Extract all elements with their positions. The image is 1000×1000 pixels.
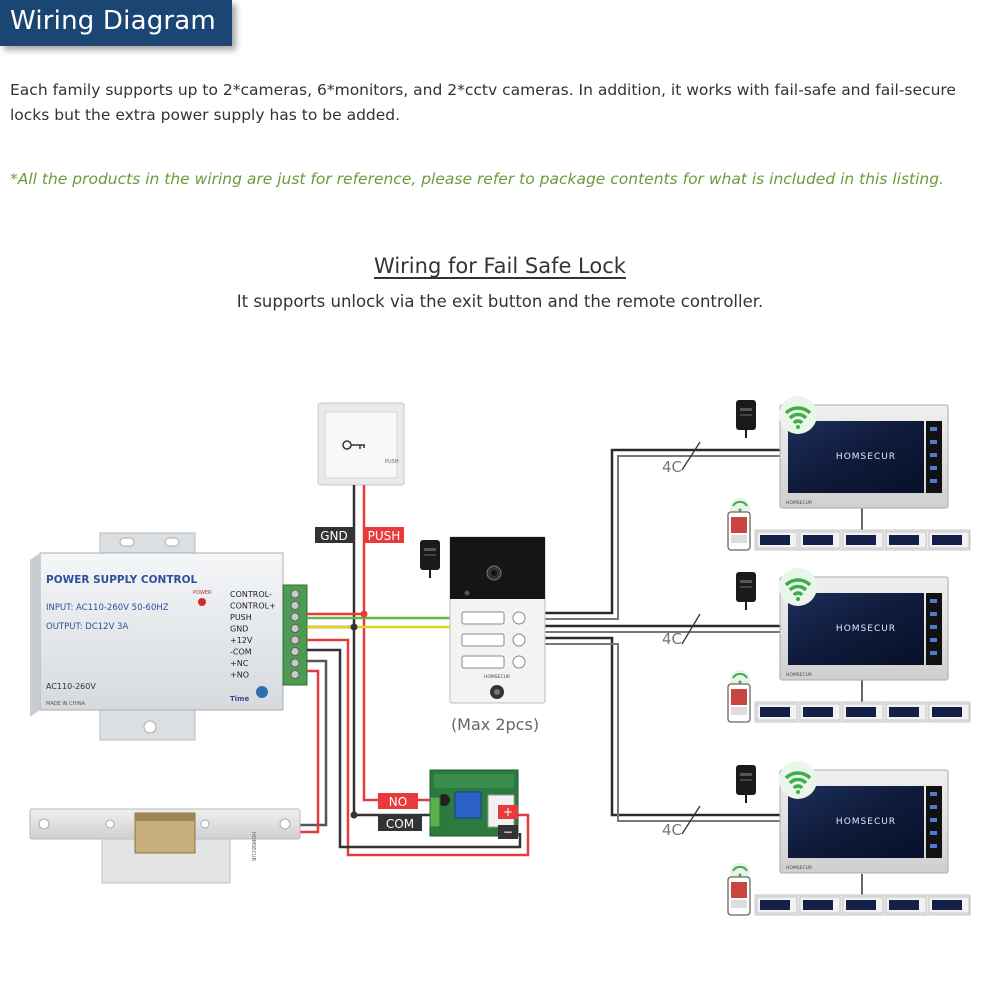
extension-monitor: [756, 531, 798, 549]
terminal-screw: [290, 589, 300, 599]
ps-terminal-label: +12V: [230, 636, 253, 645]
power-adapter-icon: [419, 539, 441, 579]
extension-monitor: [799, 703, 841, 721]
call-button-nameplate: [461, 655, 505, 669]
monitor-small-brand: HOMSECUR: [786, 865, 812, 871]
wifi-icon: [777, 759, 819, 801]
call-button: [512, 633, 526, 647]
ps-input: INPUT: AC110-260V 50-60HZ: [46, 603, 169, 613]
ps-terminal-label: +NC: [230, 659, 249, 668]
ps-title: POWER SUPPLY CONTROL: [46, 574, 198, 586]
ps-terminal-label: GND: [230, 625, 248, 634]
exit-button: PUSH: [317, 402, 405, 486]
terminal-screw: [290, 624, 300, 633]
cable-label-2: 4C: [662, 630, 682, 648]
section-subtitle: It supports unlock via the exit button a…: [236, 292, 764, 311]
terminal-screw: [290, 635, 300, 645]
monitor-small-brand: HOMSECUR: [786, 500, 812, 506]
station-brand: HOMSECUR: [484, 674, 510, 680]
monitor-group: HOMSECUR HOMSECUR: [727, 566, 971, 723]
ps-output: OUTPUT: DC12V 3A: [46, 622, 128, 632]
page-title: Wiring Diagram: [10, 6, 216, 36]
call-button: [512, 655, 526, 669]
smartphone-icon: [727, 669, 751, 723]
monitor-group: HOMSECUR HOMSECUR: [727, 759, 971, 916]
wifi-icon: [777, 394, 819, 436]
call-button-nameplate: [461, 611, 505, 625]
cable-label-3: 4C: [662, 821, 682, 839]
extension-monitor: [885, 896, 927, 914]
extension-monitor: [842, 703, 884, 721]
cable-label-1: 4C: [662, 458, 682, 476]
ps-terminal-block: [290, 589, 300, 679]
section-title-text: Wiring for Fail Safe Lock: [374, 254, 626, 278]
extension-monitor: [885, 531, 927, 549]
extension-monitor: [756, 703, 798, 721]
extension-monitor: [842, 531, 884, 549]
call-button: [512, 611, 526, 625]
extension-monitor: [928, 703, 970, 721]
tag-plus: +: [503, 805, 513, 819]
electric-strike-lock: HOMSECUR: [29, 808, 301, 884]
ps-terminal-label: -COM: [230, 648, 252, 657]
monitor-group: HOMSECUR HOMSECUR: [727, 394, 971, 551]
monitor-small-brand: HOMSECUR: [786, 672, 812, 678]
ps-terminal-label: CONTROL+: [230, 602, 276, 611]
extension-monitor: [756, 896, 798, 914]
power-led: [198, 598, 206, 606]
extension-monitor: [885, 703, 927, 721]
monitor-groups: HOMSECURHOMSECURHOMSECURHOMSECURHOMSECUR…: [727, 394, 971, 916]
power-adapter-icon: [735, 764, 757, 804]
wire-tags: GND PUSH NO COM: [315, 527, 422, 831]
door-station: HOMSECUR: [419, 536, 546, 704]
ps-terminal-label: PUSH: [230, 613, 252, 622]
extension-monitor: [928, 531, 970, 549]
tag-push: PUSH: [368, 529, 401, 543]
ps-time: Time: [230, 695, 249, 703]
exit-push-text: PUSH: [385, 459, 399, 465]
lock-brand: HOMSECUR: [250, 832, 256, 861]
tag-com: COM: [386, 817, 414, 831]
monitor-brand: HOMSECUR: [836, 817, 896, 827]
extension-monitor: [799, 896, 841, 914]
terminal-screw: [290, 647, 300, 656]
ps-terminal-labels: CONTROL- CONTROL+ PUSH GND +12V -COM +NC +NO: [230, 590, 276, 680]
tag-gnd: GND: [320, 529, 348, 543]
smartphone-icon: [727, 862, 751, 916]
call-button-nameplate: [461, 633, 505, 647]
ps-power-label: POWER: [193, 590, 212, 596]
terminal-screw: [290, 658, 300, 668]
tag-minus: −: [503, 825, 513, 839]
power-supply-unit: POWER SUPPLY CONTROL INPUT: AC110-260V 5…: [30, 532, 308, 741]
monitor-brand: HOMSECUR: [836, 452, 896, 462]
terminal-screw: [290, 612, 300, 622]
power-adapter-icon: [735, 571, 757, 611]
terminal-screw: [290, 670, 300, 679]
power-adapter-icon: [735, 399, 757, 439]
intro-paragraph: Each family supports up to 2*cameras, 6*…: [10, 81, 956, 124]
extension-monitor: [842, 896, 884, 914]
reference-note: *All the products in the wiring are just…: [10, 170, 945, 188]
tag-no: NO: [389, 795, 407, 809]
ps-made: MADE IN CHINA: [46, 701, 86, 707]
section-title: Wiring for Fail Safe Lock: [0, 254, 1000, 278]
terminal-screw: [290, 601, 300, 610]
header-bar: Wiring Diagram: [0, 0, 232, 46]
key-icon: [342, 440, 365, 450]
time-knob: [256, 686, 268, 698]
remote-receiver-board: + −: [429, 769, 519, 839]
door-station-caption: (Max 2pcs): [451, 715, 539, 734]
wifi-icon: [777, 566, 819, 608]
ps-terminal-label: CONTROL-: [230, 590, 272, 599]
extension-monitor: [928, 896, 970, 914]
ps-terminal-label: +NO: [230, 671, 249, 680]
monitor-brand: HOMSECUR: [836, 624, 896, 634]
ps-ac: AC110-260V: [46, 682, 96, 691]
smartphone-icon: [727, 497, 751, 551]
extension-monitor: [799, 531, 841, 549]
